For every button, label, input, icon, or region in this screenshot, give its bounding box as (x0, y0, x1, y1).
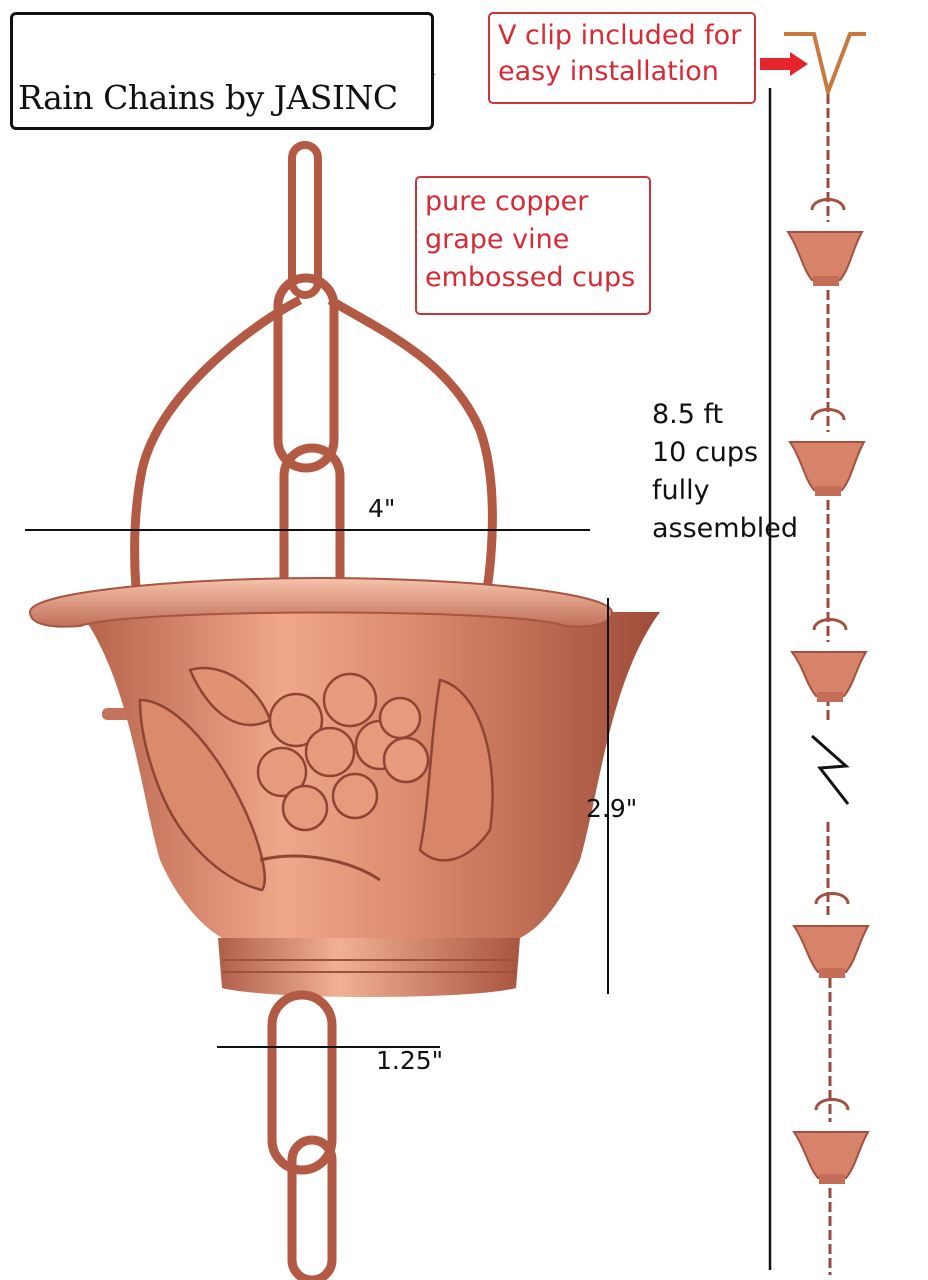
width-top-label: 4" (368, 494, 396, 523)
mini-cup (790, 618, 868, 702)
leaf-emboss-left (138, 698, 266, 892)
mini-cup (786, 198, 864, 286)
chain-bottom (267, 990, 337, 1280)
cup-hanger (130, 295, 303, 629)
callout-line: embossed cups (425, 262, 636, 293)
assembly-text: fully (652, 475, 710, 506)
callout-line: easy installation (498, 56, 719, 87)
mini-cup (792, 1098, 870, 1184)
mini-cup (788, 408, 866, 496)
break-symbol-icon (811, 734, 850, 805)
chain-top (273, 141, 345, 653)
logo-text: Rain Chains by JASINC (18, 78, 398, 117)
cup-base (218, 938, 520, 997)
leaf-emboss-right (418, 678, 494, 862)
callout-line: pure copper (425, 186, 589, 217)
callout-line: grape vine (425, 224, 570, 255)
length-line-text: 8.5 ft (652, 399, 724, 430)
v-clip-callout: V clip included for easy installation (488, 12, 756, 104)
grape-emboss (256, 672, 430, 832)
arrow-right-icon (760, 52, 808, 76)
v-clip-icon (784, 32, 866, 99)
length-info: 8.5 ft 10 cups fully assembled (652, 396, 798, 548)
height-label: 2.9" (586, 794, 638, 823)
mini-cup (792, 892, 870, 978)
material-callout: pure copper grape vine embossed cups (415, 176, 651, 315)
assembly-text: assembled (652, 513, 798, 544)
callout-line: V clip included for (498, 20, 742, 51)
cups-count-text: 10 cups (652, 437, 759, 468)
logo-box (10, 12, 434, 130)
width-bottom-label: 1.25" (376, 1046, 444, 1075)
